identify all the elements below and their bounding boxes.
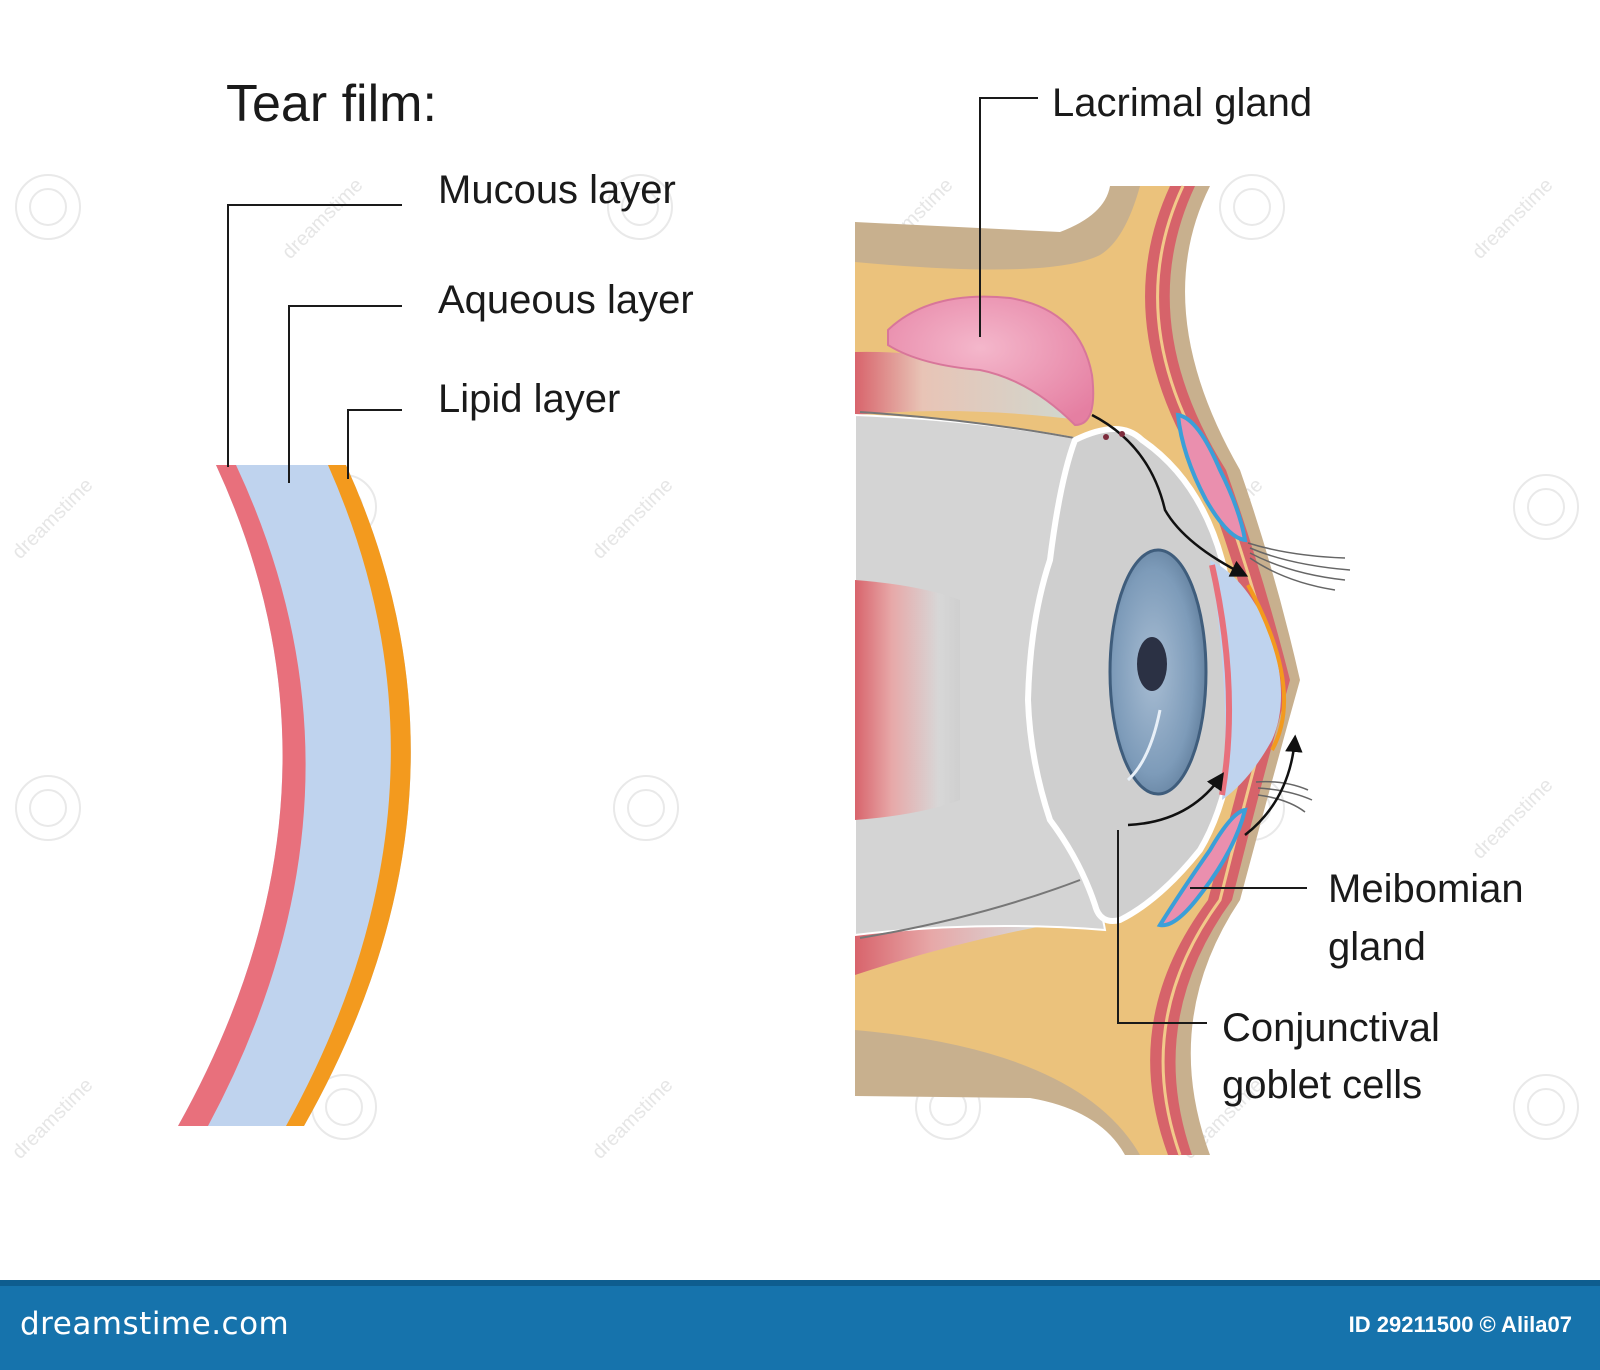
- watermark-text: dreamstime: [278, 174, 367, 263]
- footer-bar: dreamstime.com ID 29211500 © Alila07: [0, 1280, 1600, 1370]
- superior-rectus-muscle: [855, 351, 1080, 420]
- watermark-text: dreamstime: [588, 1074, 677, 1163]
- watermark-text: dreamstime: [1468, 174, 1557, 263]
- watermark-text: dreamstime: [1468, 774, 1557, 863]
- aqueous-leader-line: [288, 305, 402, 483]
- mucous-layer: [178, 465, 306, 1126]
- lacrimal-gland: [887, 295, 1095, 427]
- tear-film-diagram: dreamstime dreamstime dreamstime dreamst…: [8, 75, 1579, 1164]
- meibomian-flow-arrow: [1244, 734, 1303, 836]
- upper-eyelashes: [1247, 542, 1351, 591]
- mucous-leader-line: [227, 204, 402, 467]
- upper-meibomian-gland: [1175, 412, 1248, 543]
- lacrimal-leader-line: [979, 97, 1038, 337]
- meibomian-gland-label-line2: gland: [1328, 925, 1426, 969]
- lower-flow-arrow: [1127, 772, 1224, 827]
- watermark-text: dreamstime: [8, 1074, 97, 1163]
- aqueous-layer-label: Aqueous layer: [438, 278, 694, 322]
- mucous-layer-label: Mucous layer: [438, 168, 676, 212]
- watermark-text: dreamstime: [588, 474, 677, 563]
- lower-meibomian-gland: [1156, 807, 1248, 928]
- lipid-layer-label: Lipid layer: [438, 377, 620, 421]
- meibomian-gland-label: Meibomian: [1328, 867, 1524, 911]
- lipid-leader-line: [347, 409, 402, 479]
- pupil: [1137, 637, 1167, 691]
- conjunctival-leader-line: [1117, 830, 1207, 1024]
- watermark-text: dreamstime: [8, 474, 97, 563]
- footer-top-strip: [0, 1280, 1600, 1286]
- medial-rectus-muscle: [855, 580, 960, 820]
- conjunctival-goblet-cells-label-line2: goblet cells: [1222, 1063, 1422, 1107]
- lipid-layer: [286, 465, 411, 1126]
- image-id-credit: ID 29211500 © Alila07: [1348, 1312, 1572, 1337]
- conjunctival-goblet-cells-label: Conjunctival: [1222, 1006, 1440, 1050]
- lacrimal-gland-label: Lacrimal gland: [1052, 81, 1312, 125]
- eye-cross-section: [854, 185, 1351, 1156]
- footer-logo[interactable]: dreamstime.com: [20, 1306, 290, 1342]
- diagram-title: Tear film:: [226, 75, 437, 133]
- tear-film-layers: [178, 465, 411, 1126]
